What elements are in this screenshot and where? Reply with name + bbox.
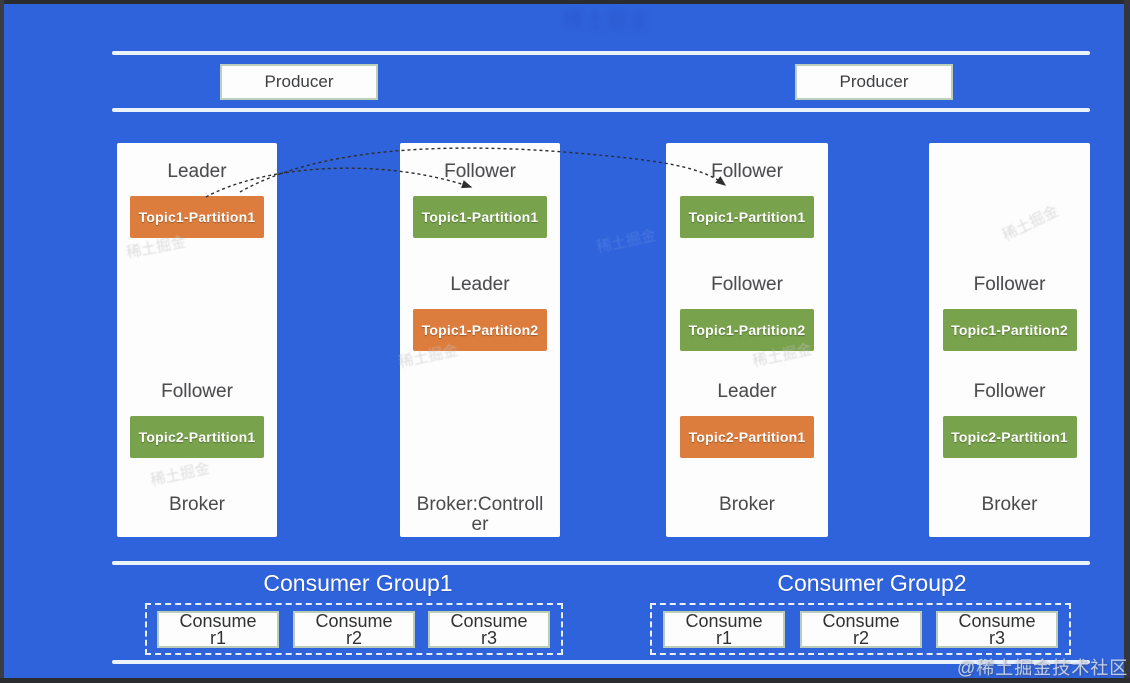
bus-line-bottom — [112, 660, 1090, 664]
broker1-slot-top: Leader Topic1-Partition1 — [117, 160, 277, 238]
replica-role-label: Follower — [444, 161, 516, 182]
frame-edge-top — [0, 0, 1130, 4]
broker-box-4: Follower Topic1-Partition2 Follower Topi… — [929, 143, 1090, 537]
watermark-faint: 稀土掘金 — [595, 226, 658, 257]
frame-edge-bottom — [0, 678, 1130, 683]
topic-partition-chip: Topic1-Partition1 — [130, 196, 264, 238]
bus-line-consumer-top — [112, 561, 1090, 565]
bus-line-producer-bottom — [112, 108, 1090, 112]
topic-partition-chip: Topic2-Partition1 — [942, 416, 1077, 458]
consumer-box-g2-1: Consume r1 — [663, 611, 785, 648]
broker2-slot-middle: Leader Topic1-Partition2 — [400, 273, 560, 351]
topic-partition-chip: Topic2-Partition1 — [130, 416, 264, 458]
consumer-group2-title: Consumer Group2 — [777, 570, 967, 596]
topic-partition-chip: Topic1-Partition1 — [680, 196, 814, 238]
replica-role-label: Follower — [711, 161, 783, 182]
broker-box-3: Follower Topic1-Partition1 Follower Topi… — [666, 143, 828, 537]
watermark-smudge: 稀土掘金 — [562, 8, 651, 33]
consumer-box-g2-2: Consume r2 — [800, 611, 922, 648]
topic-partition-chip: Topic1-Partition1 — [413, 196, 547, 238]
topic-partition-chip: Topic2-Partition1 — [680, 416, 814, 458]
broker-label: Broker — [169, 494, 225, 515]
consumer-box-g1-2: Consume r2 — [293, 611, 415, 648]
topic-partition-chip: Topic1-Partition2 — [942, 309, 1077, 351]
replica-role-label: Follower — [161, 381, 233, 402]
broker4-slot-bottom: Follower Topic2-Partition1 — [929, 380, 1090, 458]
topic-partition-chip: Topic1-Partition2 — [680, 309, 814, 351]
replica-role-label: Leader — [450, 274, 510, 295]
replica-role-label: Leader — [167, 161, 227, 182]
watermark-site: @稀土掘金技术社区 — [957, 658, 1129, 678]
producer-box-2: Producer — [795, 64, 953, 100]
producer-box-1: Producer — [220, 64, 378, 100]
broker4-slot-middle: Follower Topic1-Partition2 — [929, 273, 1090, 351]
topic-partition-chip: Topic1-Partition2 — [413, 309, 547, 351]
consumer-box-g1-3: Consume r3 — [428, 611, 550, 648]
broker-controller-label: Broker:Controll er — [416, 494, 544, 535]
consumer-box-g1-1: Consume r1 — [157, 611, 279, 648]
consumer-box-g2-3: Consume r3 — [936, 611, 1058, 648]
broker3-slot-middle: Follower Topic1-Partition2 — [666, 273, 828, 351]
broker3-slot-bottom: Leader Topic2-Partition1 — [666, 380, 828, 458]
broker-label: Broker — [981, 494, 1038, 515]
broker2-slot-top: Follower Topic1-Partition1 — [400, 160, 560, 238]
broker3-slot-top: Follower Topic1-Partition1 — [666, 160, 828, 238]
broker-box-1: Leader Topic1-Partition1 Follower Topic2… — [117, 143, 277, 537]
frame-edge-right — [1124, 0, 1130, 683]
replica-role-label: Leader — [717, 381, 777, 402]
consumer-group1-box — [145, 603, 563, 655]
replica-role-label: Follower — [973, 274, 1046, 295]
broker1-slot-bottom: Follower Topic2-Partition1 — [117, 380, 277, 458]
replica-role-label: Follower — [973, 381, 1046, 402]
consumer-group1-title: Consumer Group1 — [263, 570, 453, 596]
broker-box-2: Follower Topic1-Partition1 Leader Topic1… — [400, 143, 560, 537]
broker-label: Broker — [719, 494, 775, 515]
frame-edge-left — [0, 0, 4, 683]
consumer-group2-box — [650, 603, 1071, 655]
bus-line-top — [112, 51, 1090, 55]
replica-role-label: Follower — [711, 274, 783, 295]
